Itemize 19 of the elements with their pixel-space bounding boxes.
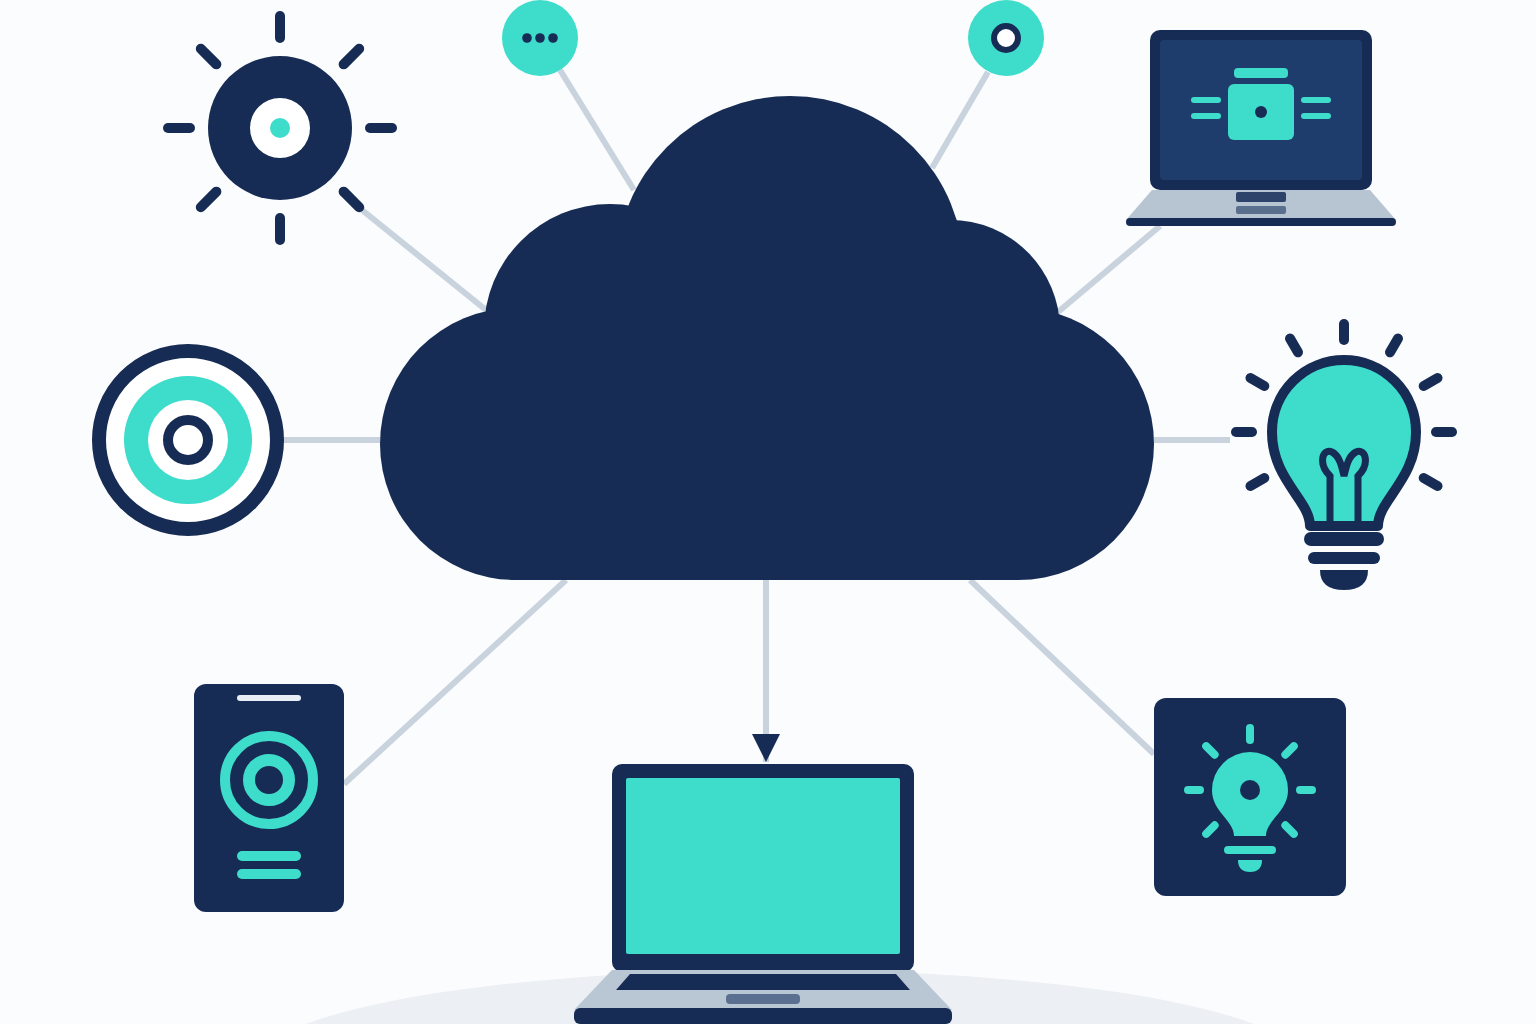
- connector-line: [341, 577, 569, 787]
- connector-line: [929, 70, 991, 170]
- connector-line: [1154, 437, 1230, 443]
- cloud-shape: [380, 96, 1154, 580]
- ring-circle-icon: [968, 0, 1044, 76]
- connector-line: [967, 577, 1157, 757]
- target-icon: [92, 344, 284, 536]
- arrow: [752, 580, 780, 762]
- connector-line: [284, 437, 380, 443]
- connector-line: [1056, 223, 1162, 315]
- dots-circle-icon: [502, 0, 578, 76]
- laptop-icon: [574, 762, 952, 1024]
- lightbulb-icon: [1230, 316, 1458, 596]
- laptop-lock-icon: [1126, 30, 1396, 226]
- sun-icon: [160, 8, 400, 248]
- connector-line: [360, 207, 488, 313]
- lightbulb-tile-icon: [1154, 698, 1346, 896]
- connector-line: [557, 68, 637, 192]
- phone-icon: [194, 684, 344, 912]
